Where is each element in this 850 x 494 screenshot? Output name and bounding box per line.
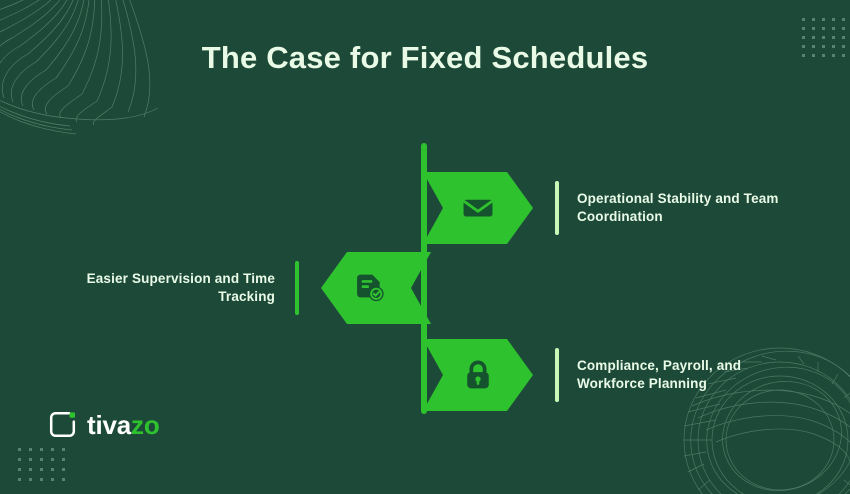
banner-shape-right <box>423 172 533 244</box>
banner-shape-left <box>321 252 431 324</box>
logo-text-primary: tiva <box>87 409 132 440</box>
infographic-item-easier-supervision: Easier Supervision and Time Tracking <box>70 252 431 324</box>
page-title: The Case for Fixed Schedules <box>201 40 649 75</box>
tivazo-mark-icon <box>47 409 78 440</box>
vertical-timeline-bar <box>421 143 427 414</box>
item-label-operational-stability: Operational Stability and Team Coordinat… <box>577 191 779 224</box>
dot-grid-bottom-left <box>18 448 73 488</box>
envelope-icon <box>423 172 533 244</box>
lock-icon <box>423 339 533 411</box>
document-check-icon <box>315 252 425 324</box>
logo-text-accent: zo <box>131 409 160 440</box>
banner-shape-right <box>423 339 533 411</box>
infographic-item-compliance-payroll: Compliance, Payroll, and Workforce Plann… <box>423 339 782 411</box>
item-label-compliance-payroll: Compliance, Payroll, and Workforce Plann… <box>577 358 742 391</box>
accent-bar <box>295 261 299 315</box>
item-label-easier-supervision: Easier Supervision and Time Tracking <box>86 271 275 304</box>
infographic-item-operational-stability: Operational Stability and Team Coordinat… <box>423 172 782 244</box>
accent-bar <box>555 348 559 402</box>
accent-bar <box>555 181 559 235</box>
